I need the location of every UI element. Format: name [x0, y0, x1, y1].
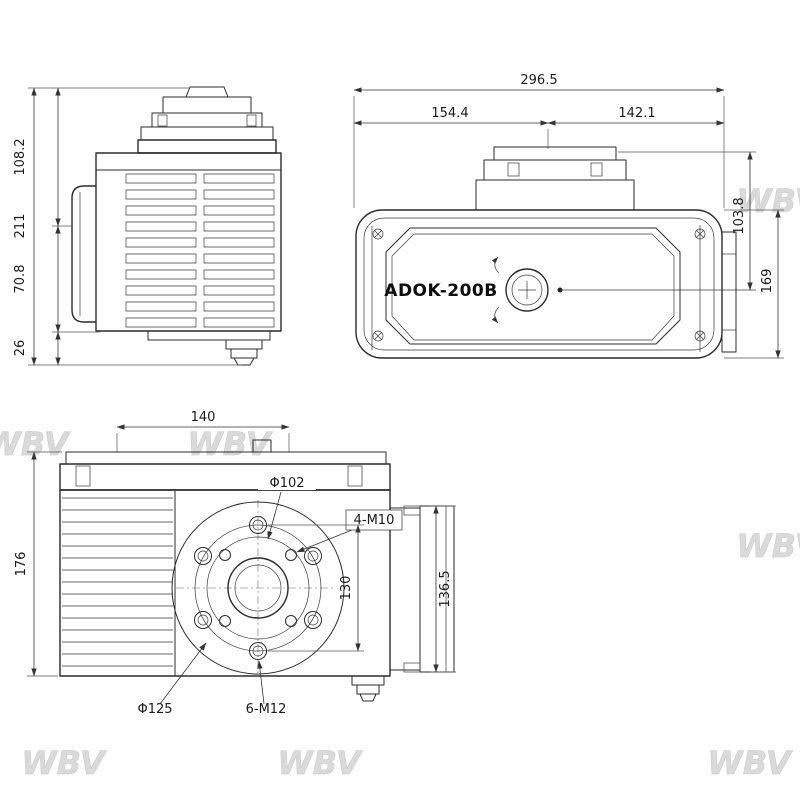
dim-side-gland: 26: [13, 340, 28, 357]
watermark: WBV: [277, 744, 362, 782]
dim-front-total-width: 296.5: [520, 73, 557, 88]
cap-bolt-icon: [347, 465, 363, 487]
cable-gland: [225, 339, 263, 350]
watermark: WBV: [187, 425, 272, 463]
dim-side-total-height: 211: [13, 214, 28, 239]
face-panel: [385, 227, 681, 345]
watermark: WBV: [21, 744, 106, 782]
corner-screw-icon: [372, 330, 384, 342]
corner-screw-icon: [694, 228, 706, 240]
dim-front-left: 154.4: [431, 106, 468, 121]
flange-outline: [171, 501, 345, 675]
dim-m10-holes: 4-M10: [354, 513, 395, 528]
watermark: WBV: [0, 425, 71, 463]
bolt-circle: [194, 524, 322, 652]
dim-bracket-height: 136.5: [438, 570, 453, 607]
dim-front-cap-to-shaft: 103.8: [732, 197, 747, 234]
side-boss: [71, 185, 96, 323]
side-dimensions: 108.2 211 70.8 26: [13, 87, 242, 366]
corner-screw-icon: [372, 228, 384, 240]
front-view: ADOK-200B: [355, 146, 756, 359]
bottom-view: [59, 439, 455, 702]
dim-bottom-top-width: 140: [191, 410, 216, 425]
boss-circle: [206, 536, 310, 640]
dim-side-lower: 70.8: [13, 265, 28, 294]
product-model-label: ADOK-200B: [384, 281, 497, 301]
bottom-dimensions: 140 176 Φ102 4-M10 130 136.5 Φ125 6-M12: [14, 410, 456, 717]
cap-bolt-icon: [246, 114, 257, 127]
actuator-body-side: [95, 152, 282, 332]
dim-bottom-total-height: 176: [14, 552, 29, 577]
m10-holes: [219, 549, 297, 627]
actuator-body-bottom: [59, 489, 391, 677]
cap-bolt-icon: [507, 162, 520, 177]
corner-screw-icon: [694, 330, 706, 342]
cap-bolt-icon: [75, 465, 91, 487]
watermark: WBV: [736, 527, 800, 565]
dim-m12-holes: 6-M12: [246, 702, 287, 717]
dim-boss-diameter: Φ102: [269, 476, 304, 491]
cable-gland: [351, 675, 385, 686]
dim-front-body-height: 169: [760, 269, 775, 294]
side-view: [71, 86, 282, 366]
cooling-fins: [62, 497, 173, 667]
cap-bolt-icon: [590, 162, 603, 177]
watermark: WBV: [707, 744, 792, 782]
output-shaft: [505, 268, 549, 312]
shaft-bore: [227, 557, 289, 619]
cap-base-plate: [137, 139, 277, 154]
rotation-arrow-icon: [491, 256, 500, 274]
watermark: WBV: [736, 182, 800, 220]
cap-bolt-icon: [157, 114, 168, 127]
dim-front-right: 142.1: [618, 106, 655, 121]
cap-knob: [185, 86, 229, 98]
dim-side-upper: 108.2: [13, 138, 28, 175]
side-bracket: [721, 231, 737, 353]
m12-bolt-holes: [194, 516, 322, 660]
dim-bolt-span: 130: [339, 576, 354, 601]
rotation-arrow-icon: [491, 306, 500, 324]
dim-bolt-circle: Φ125: [137, 702, 172, 717]
cooling-fins: [125, 173, 275, 328]
watermarks: WBV WBV WBV WBV WBV WBV WBV: [0, 182, 800, 783]
front-dimensions: 296.5 154.4 142.1 103.8 169: [353, 73, 784, 359]
